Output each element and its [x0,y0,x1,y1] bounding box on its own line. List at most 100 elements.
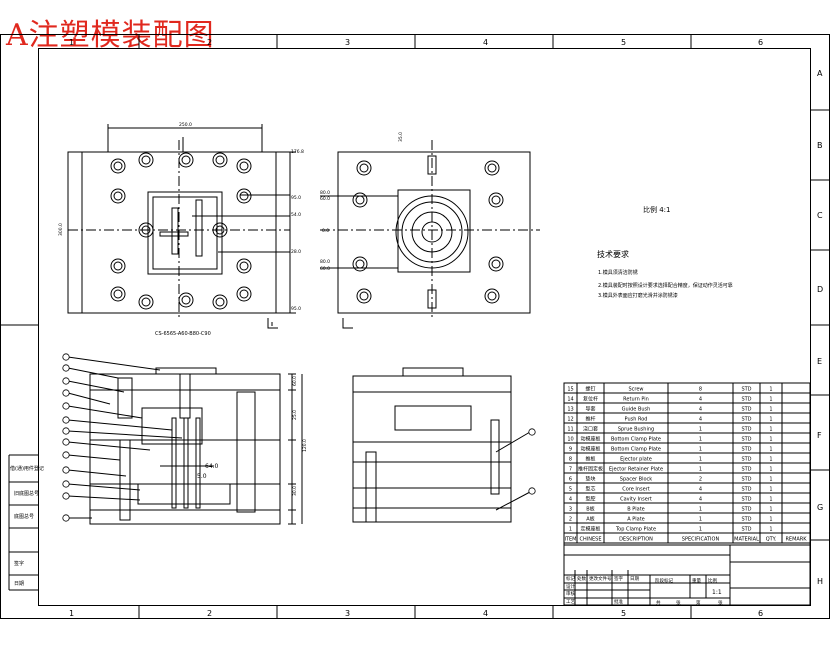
dim-r3: 54.0 [291,212,301,218]
tech-requirements-title: 技术要求 [597,249,629,259]
tb-sheet-c: 第 [696,599,701,606]
bom-cell-item: 7 [569,467,572,473]
bom-cell-desc: Ejector Retainer Plate [609,467,663,473]
bom-cell-mat: STD [741,517,751,523]
title-block-grid [563,544,811,606]
bom-cell-qty: 1 [769,487,772,493]
bom-cell-spec: 1 [699,457,702,463]
bom-cell-qty: 1 [769,397,772,403]
bom-cell-cn: 定模座板 [580,526,600,533]
zone-ticks [0,34,829,619]
bom-cell-mat: STD [741,457,751,463]
bom-header-description: DESCRIPTION [619,537,653,543]
zone-bottom-5: 5 [621,609,626,618]
zone-row-c: C [817,211,823,220]
zone-row-f: F [817,431,822,440]
bom-cell-cn: A板 [586,516,594,523]
bom-cell-qty: 1 [769,497,772,503]
dim-stroke-2: 5.0 [197,473,207,480]
bom-cell-qty: 1 [769,427,772,433]
bom-cell-qty: 1 [769,437,772,443]
zone-bottom-1: 1 [69,609,74,618]
assembly-section-view [67,356,303,525]
bom-cell-desc: Bottom Clamp Plate [611,447,661,453]
tb-date: 日期 [630,576,639,582]
bom-cell-item: 8 [569,457,572,463]
tb-sheet-b: 张 [676,599,681,606]
zone-bottom-2: 2 [207,609,212,618]
bom-cell-mat: STD [741,437,751,443]
dim-c-mid: 0.0 [322,228,329,234]
bom-cell-item: 14 [567,397,573,403]
bom-cell-desc: Bottom Clamp Plate [611,437,661,443]
bom-cell-mat: STD [741,427,751,433]
register-label-3: 底图总号 [14,513,34,520]
dim-c-top: 35.0 [398,132,404,142]
bom-header-spec: SPECIFICATION [682,537,720,543]
tb-sheet-a: 共 [656,599,661,606]
dim-c-l2: 60.0 [320,196,330,202]
bom-cell-item: 13 [567,407,573,413]
dim-v1: 60.0 [292,376,298,386]
dim-top-width: 250.0 [179,122,192,128]
dim-v3: 30.0 [292,486,298,496]
zone-bottom-3: 3 [345,609,350,618]
bom-cell-spec: 1 [699,437,702,443]
dim-stroke-1: 64.0 [205,463,219,470]
bom-cell-item: 15 [567,387,573,393]
bom-cell-spec: 4 [699,397,702,403]
bom-cell-spec: 1 [699,527,702,533]
bom-cell-qty: 1 [769,507,772,513]
bom-cell-desc: Push Rod [625,417,648,423]
bom-cell-cn: 导套 [585,406,595,413]
part-balloons [62,353,536,522]
zone-row-d: D [817,285,823,294]
zone-row-e: E [817,357,822,366]
bom-cell-cn: 动模座板 [580,446,600,453]
bom-cell-item: 6 [569,477,572,483]
bom-cell-qty: 1 [769,517,772,523]
bom-cell-mat: STD [741,407,751,413]
bom-cell-mat: STD [741,497,751,503]
zone-top-3: 3 [345,38,350,47]
bom-cell-qty: 1 [769,407,772,413]
bom-cell-mat: STD [741,467,751,473]
moving-half-plan-view [320,140,540,329]
bom-cell-spec: 1 [699,467,702,473]
tb-weight: 重量 [692,577,701,584]
bom-cell-mat: STD [741,507,751,513]
bom-cell-qty: 1 [769,457,772,463]
bom-cell-spec: 4 [699,407,702,413]
bom-cell-item: 9 [569,447,572,453]
bom-cell-cn: 型芯 [585,486,595,493]
dim-c-l3: 80.0 [320,259,330,265]
tb-ratio: 比例 [708,577,717,584]
zone-bottom-4: 4 [483,609,488,618]
bom-cell-cn: 浇口套 [583,426,598,433]
scale-note: 比例 4:1 [643,205,671,214]
bom-cell-desc: Top Clamp Plate [615,527,656,533]
bom-cell-cn: 螺钉 [585,386,595,393]
bom-cell-spec: 1 [699,507,702,513]
bom-cell-spec: 2 [699,477,702,483]
bom-cell-spec: 1 [699,427,702,433]
bom-cell-item: 4 [569,497,572,503]
bom-cell-spec: 8 [699,387,702,393]
bom-cell-mat: STD [741,397,751,403]
bom-header-qty: QTY. [766,537,777,543]
bolt-head-circles [110,152,504,310]
bom-cell-mat: STD [741,527,751,533]
bom-cell-item: 11 [567,427,573,433]
dim-r1: 176.8 [291,149,304,155]
fixed-half-plan-view [67,124,296,329]
bom-cell-spec: 4 [699,487,702,493]
tb-approve: 批准 [614,598,623,605]
bom-cell-desc: A Plate [627,517,645,523]
bom-cell-cn: 推杆 [585,416,595,423]
bom-cell-mat: STD [741,447,751,453]
dim-v2: 25.0 [292,410,298,420]
tb-process: 工艺 [566,599,575,605]
bom-cell-cn: B板 [586,506,594,513]
zone-top-5: 5 [621,38,626,47]
